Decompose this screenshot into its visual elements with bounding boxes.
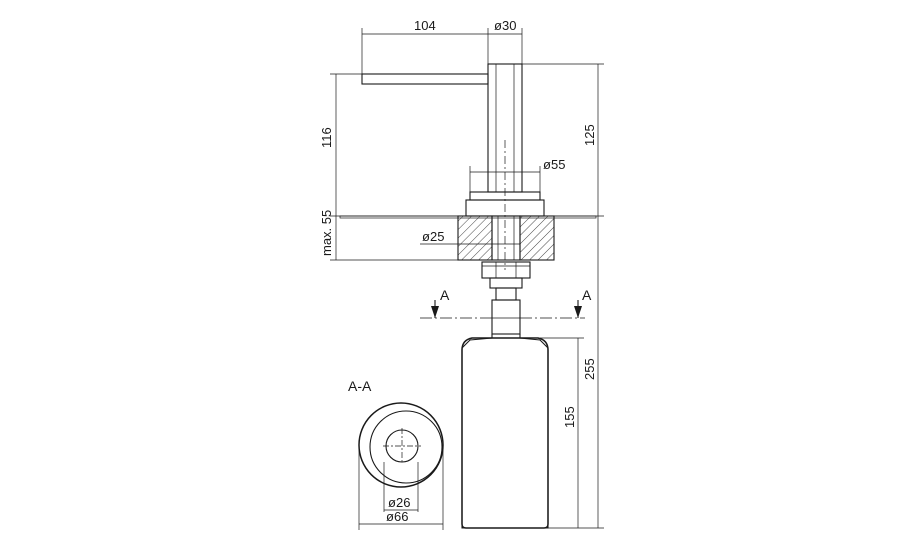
section-outer-circle bbox=[358, 402, 444, 488]
deck-left-hatch bbox=[457, 215, 493, 261]
mounting-nut bbox=[481, 261, 531, 279]
pump-tube bbox=[420, 287, 585, 529]
dim-spout-diameter: 30 bbox=[502, 18, 516, 33]
dim-shank-diameter: 25 bbox=[430, 229, 444, 244]
dim-max-deck-thickness: max. 55 bbox=[319, 210, 334, 256]
dispenser-body bbox=[361, 63, 545, 270]
cut-label-right: A bbox=[582, 287, 592, 303]
dim-height-above-deck: 116 bbox=[319, 127, 334, 148]
dim-flange-diameter: 55 bbox=[551, 157, 565, 172]
section-title: A-A bbox=[348, 378, 372, 394]
dim-shank-diameter-symbol: ø bbox=[422, 229, 430, 244]
dim-body-height: 125 bbox=[582, 124, 597, 146]
section-view: A-A bbox=[348, 378, 444, 530]
deck-section bbox=[339, 215, 597, 289]
bottle-outline bbox=[461, 337, 549, 529]
dim-spout-length: 104 bbox=[414, 18, 436, 33]
cut-label-left: A bbox=[440, 287, 450, 303]
dimension-lines bbox=[330, 28, 604, 529]
dim-total-height: 255 bbox=[582, 358, 597, 380]
spout-arm bbox=[361, 73, 489, 85]
dim-bottle-diameter: 66 bbox=[394, 509, 408, 524]
dim-flange-diameter-symbol: ø bbox=[543, 157, 551, 172]
dim-inner-diameter: 26 bbox=[396, 495, 410, 510]
dim-inner-diameter-symbol: ø bbox=[388, 495, 396, 510]
deck-right-hatch bbox=[519, 215, 555, 261]
dim-bottle-diameter-symbol: ø bbox=[386, 509, 394, 524]
dim-bottle-height: 155 bbox=[562, 406, 577, 428]
bottle bbox=[461, 337, 549, 529]
dim-spout-diameter-symbol: ø bbox=[494, 18, 502, 33]
cut-line-a: A A bbox=[431, 287, 592, 318]
